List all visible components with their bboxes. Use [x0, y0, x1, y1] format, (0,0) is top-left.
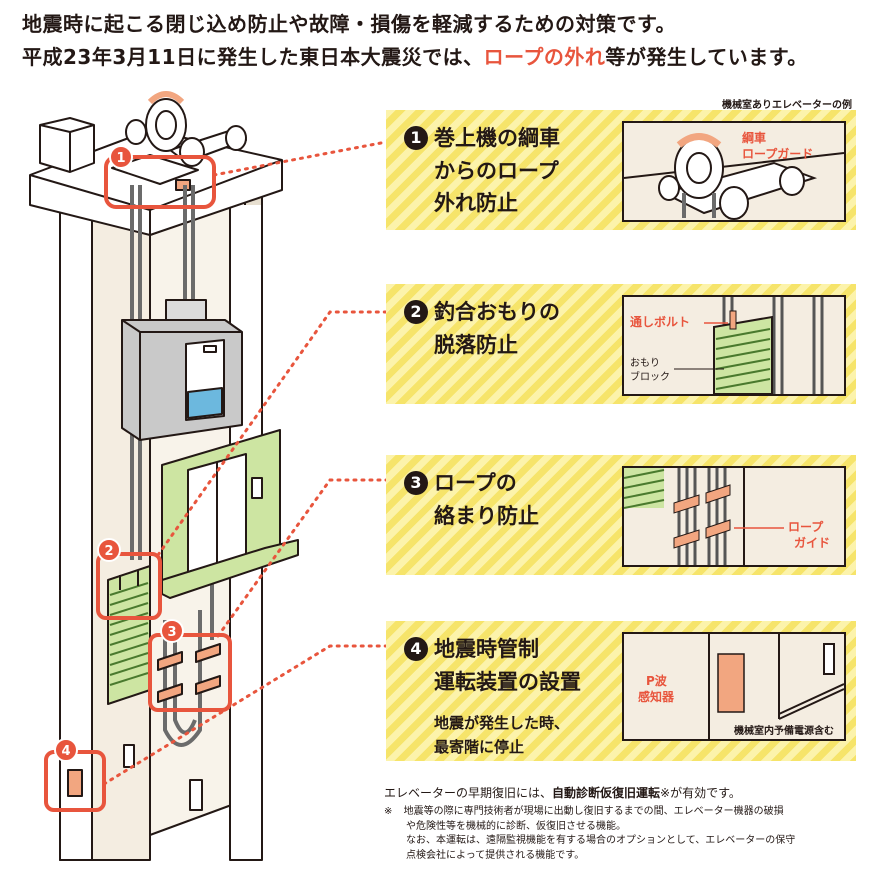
panel-1-illustration: 綱車 ロープガード — [622, 121, 846, 222]
footer-note-l1: 地震等の際に専門技術者が現場に出動し復旧するまでの間、エレベーター機器の破損 — [403, 806, 784, 817]
panel-1-label-rope-guard: ロープガード — [742, 147, 814, 161]
caption-example: 機械室ありエレベーターの例 — [722, 100, 852, 111]
panel-2-title-l2: 脱落防止 — [434, 332, 518, 357]
pit-buffer-left — [123, 744, 135, 768]
callout-number-4: 4 — [61, 744, 70, 759]
panel-4-illustration: P波 感知器 機械室内予備電源含む — [622, 632, 846, 741]
rope-guard-2 — [195, 643, 221, 663]
callout-frame-1 — [104, 155, 216, 209]
footer-note-l2: や危険性等を機械的に診断、仮復旧させる機能。 — [406, 820, 626, 832]
header-line-2-post: 等が発生しています。 — [605, 45, 808, 69]
callout-number-2: 2 — [104, 544, 113, 559]
footer-note-l4: 点検会社によって提供される機能です。 — [406, 849, 585, 861]
footer-main-pre: エレベーターの早期復旧には、 — [384, 786, 553, 800]
panel-3-title-l1: ロープの — [434, 471, 517, 495]
callout-badge-1 — [109, 145, 133, 169]
panel-4-subtitle-l2: 最寄階に停止 — [434, 738, 525, 756]
panel-4-number: 4 — [404, 637, 428, 661]
panel-4-subtitle-l1: 地震が発生した時、 — [434, 714, 570, 732]
panel-2-label-bolt: 通しボルト — [630, 315, 691, 329]
header-highlight: ロープの外れ — [483, 45, 606, 69]
panel-3-illustration: ロープ ガイド — [622, 466, 846, 567]
rope-guard-4 — [195, 675, 221, 695]
panel-4-subtitle: 地震が発生した時、 最寄階に停止 — [434, 711, 569, 759]
seismic-sensor — [67, 769, 83, 797]
callout-badge-2 — [97, 538, 121, 562]
panel-4-title-l1: 地震時管制 — [434, 637, 539, 661]
header-line-2: 平成23年3月11日に発生した東日本大震災では、ロープの外れ等が発生しています。 — [22, 41, 808, 70]
shaft-front-left — [59, 200, 93, 861]
rope-opening — [111, 154, 199, 185]
footer-note-l3: なお、本運転は、遠隔監視機能を有する場合のオプションとして、エレベーターの保守 — [406, 835, 796, 846]
panel-4-caption: 機械室内予備電源含む — [734, 726, 834, 737]
panel-3-label-rope: ロープ — [788, 520, 824, 534]
header-line-2-pre: 平成23年3月11日に発生した東日本大震災では、 — [22, 45, 484, 69]
leader-line-1 — [212, 140, 388, 177]
footer-main-post: ※が有効です。 — [660, 786, 741, 800]
header-line-1-text: 地震時に起こる閉じ込め防止や故障・損傷を軽減するための対策です。 — [22, 12, 676, 36]
panel-1-label-sheave: 綱車 — [742, 131, 767, 145]
panel-3-title-l2: 絡まり防止 — [434, 503, 539, 528]
footer-note: ※ 地震等の際に専門技術者が現場に出動し復旧するまでの間、エレベーター機器の破損… — [384, 805, 795, 863]
panel-1-title-l3: 外れ防止 — [434, 191, 518, 216]
panel-2-label-block: ブロック — [630, 372, 670, 383]
callout-badge-3 — [160, 619, 184, 643]
control-panel-box — [39, 117, 95, 173]
panel-4-label-p-wave: P波 — [646, 674, 667, 688]
leader-line-3 — [216, 478, 388, 638]
callout-frame-2 — [96, 552, 162, 620]
callout-number-3: 3 — [167, 625, 176, 640]
panel-2-title-l1: 釣合おもりの — [434, 300, 560, 324]
panel-2-label-weight: おもり — [630, 358, 660, 369]
callout-frame-3 — [148, 633, 232, 712]
leader-line-2 — [156, 310, 388, 557]
panel-1-title-l1: 巻上機の綱車 — [434, 126, 560, 150]
leader-line-4 — [102, 644, 388, 786]
footer-note-mark: ※ — [384, 806, 393, 817]
panel-1-title-l2: からのロープ — [434, 158, 559, 183]
rope-guard-3 — [157, 683, 183, 703]
panel-2-number: 2 — [404, 300, 428, 324]
callout-number-1: 1 — [116, 151, 125, 166]
rope-guard-1 — [157, 651, 183, 671]
callout-badge-4 — [54, 738, 78, 762]
footer-main-bold: 自動診断仮復旧運転 — [552, 786, 661, 800]
panel-2-illustration: 通しボルト おもり ブロック — [622, 295, 846, 396]
panel-3-label-guide: ガイド — [794, 536, 831, 550]
footer-main: エレベーターの早期復旧には、自動診断仮復旧運転※が有効です。 — [384, 784, 741, 801]
panel-4-label-sensor: 感知器 — [638, 690, 675, 704]
header-line-1: 地震時に起こる閉じ込め防止や故障・損傷を軽減するための対策です。 — [22, 8, 676, 37]
panel-1-number: 1 — [404, 126, 428, 150]
panel-4-title-l2: 運転装置の設置 — [434, 669, 581, 694]
pit-buffer-right — [189, 779, 203, 811]
car-water — [187, 387, 223, 419]
panel-3-number: 3 — [404, 471, 428, 495]
